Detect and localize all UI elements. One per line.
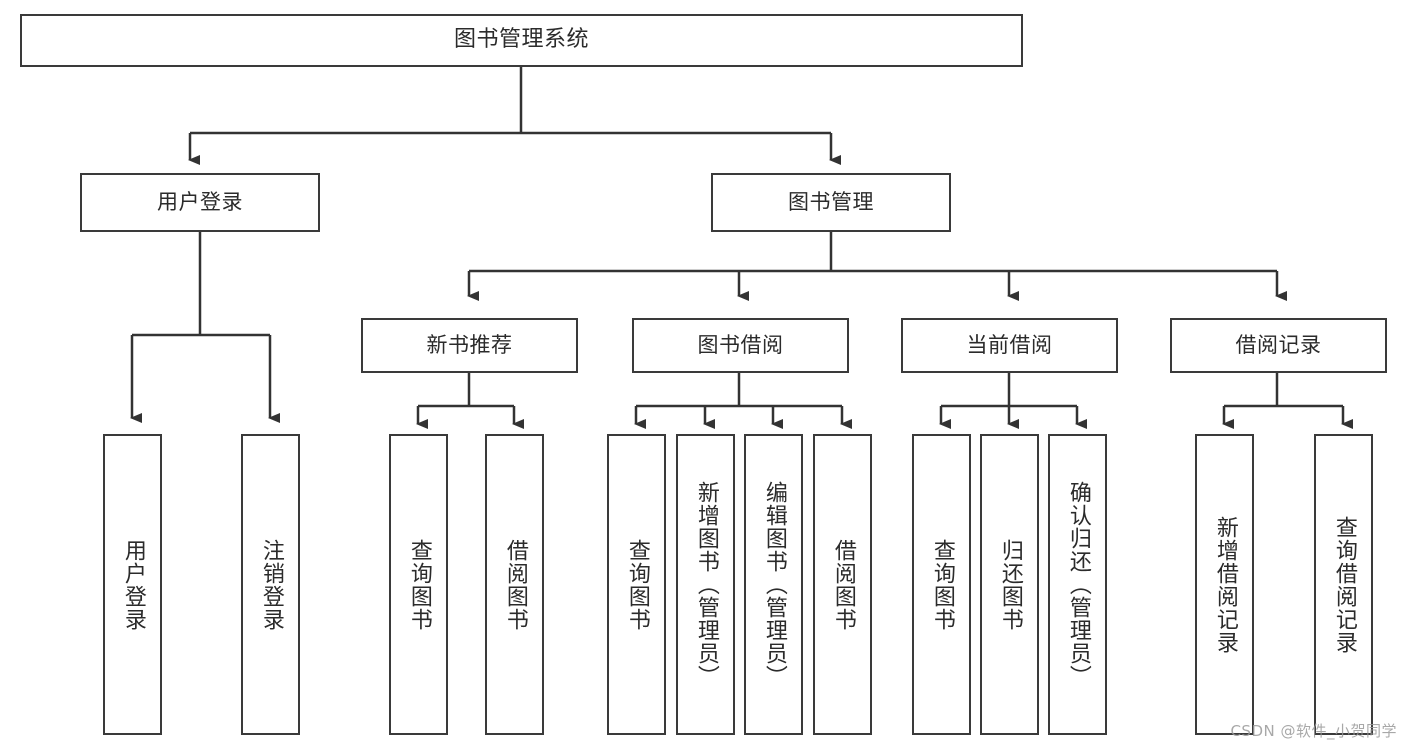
leaf-new-book-query[interactable]: 查询图书 — [389, 434, 448, 735]
node-label: 图书管理 — [788, 189, 874, 214]
node-label: 当前借阅 — [966, 332, 1053, 357]
leaf-current-query-book[interactable]: 查询图书 — [912, 434, 971, 735]
node-book-management[interactable]: 图书管理 — [711, 173, 951, 232]
node-book-borrow[interactable]: 图书借阅 — [632, 318, 849, 373]
leaf-label: 用户登录 — [120, 538, 146, 631]
leaf-record-query-record[interactable]: 查询借阅记录 — [1314, 434, 1373, 735]
node-label: 图书借阅 — [697, 332, 784, 357]
leaf-user-login-login[interactable]: 用户登录 — [103, 434, 162, 735]
leaf-new-book-borrow[interactable]: 借阅图书 — [485, 434, 544, 735]
node-user-login[interactable]: 用户登录 — [80, 173, 320, 232]
leaf-label: 新增借阅记录 — [1212, 515, 1238, 654]
leaf-label: 查询借阅记录 — [1331, 515, 1357, 654]
node-new-book-recommend[interactable]: 新书推荐 — [361, 318, 578, 373]
leaf-borrow-add-book-admin[interactable]: 新增图书（管理员） — [676, 434, 735, 735]
leaf-label: 查询图书 — [624, 538, 650, 631]
leaf-borrow-query-book[interactable]: 查询图书 — [607, 434, 666, 735]
leaf-borrow-edit-book-admin[interactable]: 编辑图书（管理员） — [744, 434, 803, 735]
node-label: 用户登录 — [157, 189, 243, 214]
node-current-borrow[interactable]: 当前借阅 — [901, 318, 1118, 373]
leaf-user-login-logout[interactable]: 注销登录 — [241, 434, 300, 735]
leaf-label: 确认归还（管理员） — [1065, 481, 1091, 688]
node-label: 借阅记录 — [1235, 332, 1322, 357]
leaf-label: 注销登录 — [258, 538, 284, 631]
leaf-label: 新增图书（管理员） — [693, 481, 719, 688]
node-borrow-record[interactable]: 借阅记录 — [1170, 318, 1387, 373]
leaf-current-confirm-return-admin[interactable]: 确认归还（管理员） — [1048, 434, 1107, 735]
leaf-label: 查询图书 — [929, 538, 955, 631]
leaf-label: 归还图书 — [997, 538, 1023, 631]
leaf-label: 借阅图书 — [830, 538, 856, 631]
leaf-current-return-book[interactable]: 归还图书 — [980, 434, 1039, 735]
node-label: 图书管理系统 — [453, 27, 589, 53]
leaf-record-add-record[interactable]: 新增借阅记录 — [1195, 434, 1254, 735]
leaf-label: 编辑图书（管理员） — [761, 481, 787, 688]
leaf-borrow-borrow-book[interactable]: 借阅图书 — [813, 434, 872, 735]
leaf-label: 查询图书 — [406, 538, 432, 631]
watermark-text: CSDN @软件_小贺同学 — [1230, 722, 1397, 740]
node-label: 新书推荐 — [426, 332, 513, 357]
leaf-label: 借阅图书 — [502, 538, 528, 631]
node-root-system[interactable]: 图书管理系统 — [20, 14, 1023, 67]
